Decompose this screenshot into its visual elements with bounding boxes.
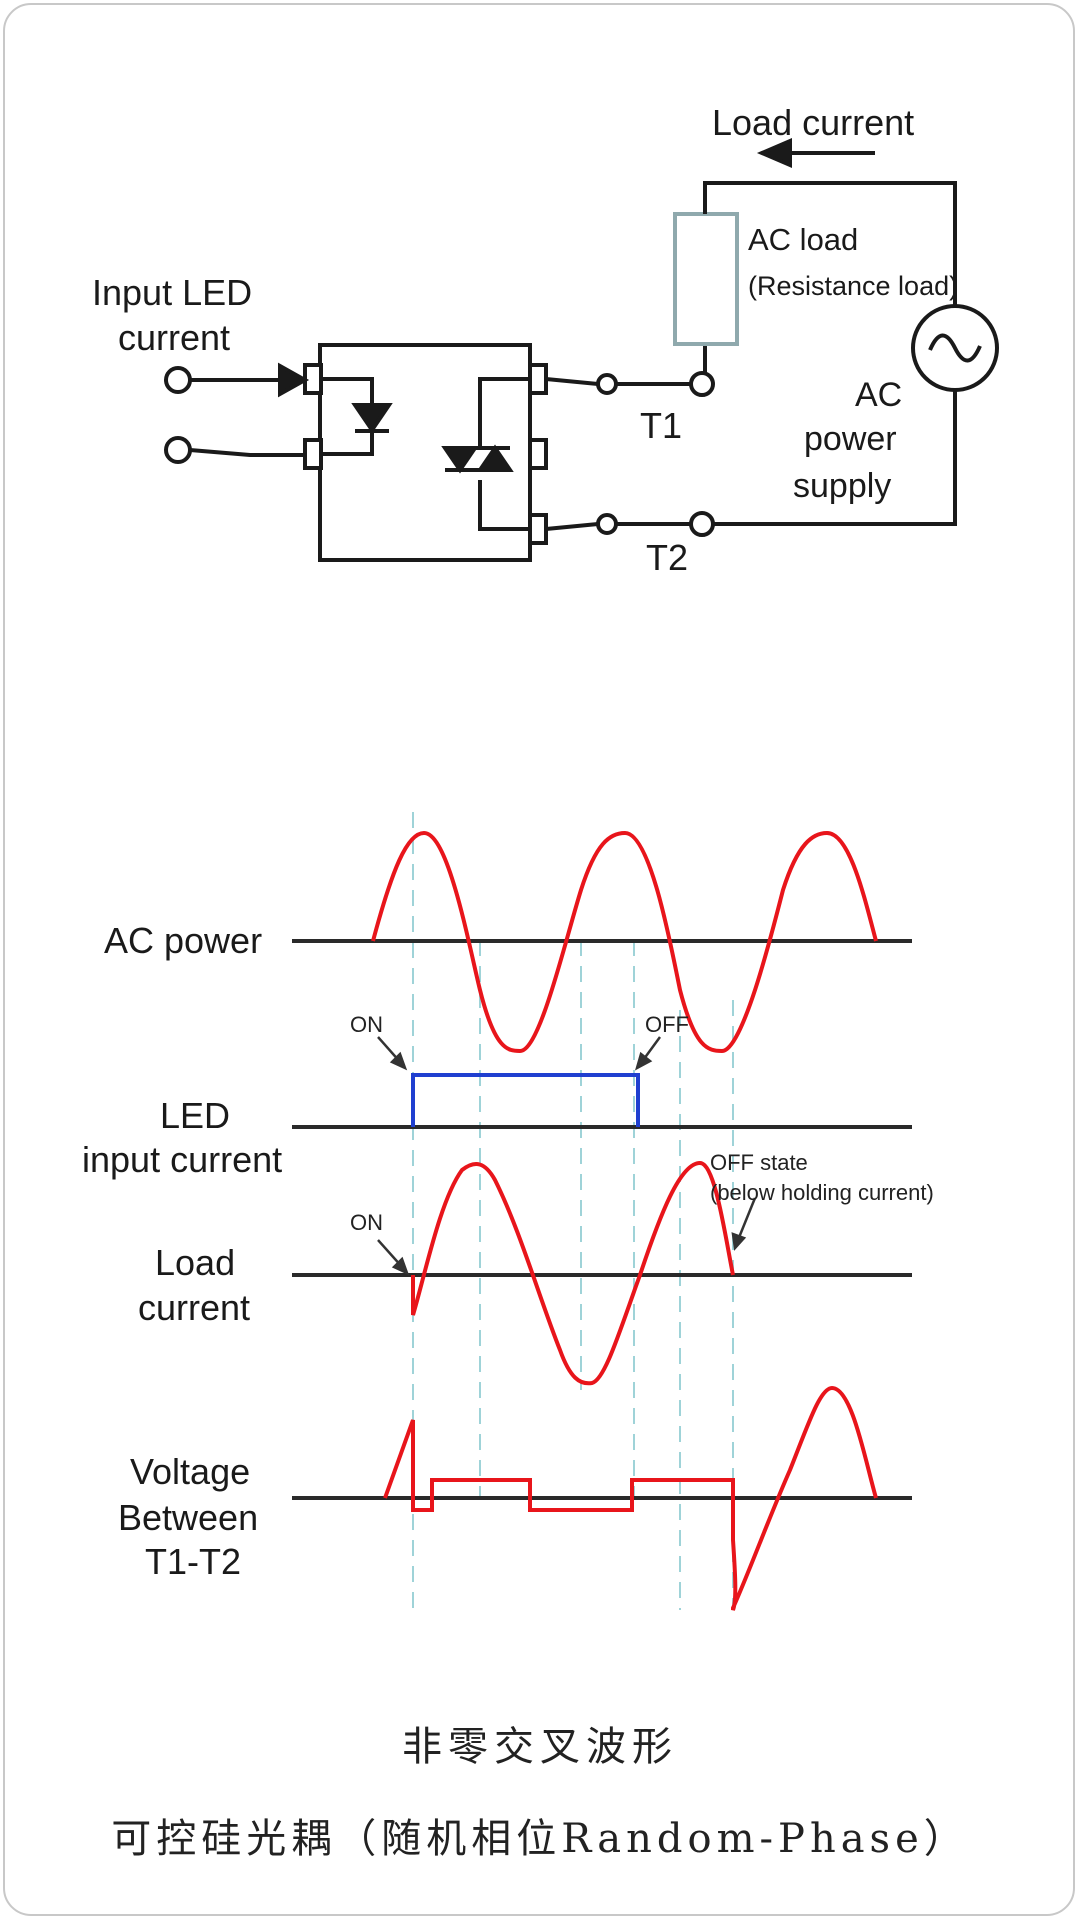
label-input-led-1: Input LED (92, 272, 252, 313)
label-ac-3: supply (793, 467, 891, 505)
terminal-t1-small (596, 373, 618, 395)
load-current-arrow-icon (756, 137, 792, 169)
load-current-waveform (411, 1160, 735, 1386)
pin-2 (303, 438, 323, 470)
pin-5 (528, 438, 548, 470)
terminal-t2-small (596, 513, 618, 535)
label-led-1: LED (160, 1095, 230, 1136)
label-ac-1: AC (855, 376, 902, 414)
label-on-2: ON (350, 1210, 383, 1235)
timing-baselines (292, 939, 912, 1500)
label-ac-power: AC power (104, 920, 262, 961)
pin-4 (528, 513, 548, 545)
terminal-t1 (689, 371, 715, 397)
pin-1 (303, 363, 323, 395)
label-ac-2: power (804, 420, 897, 458)
label-off-1: OFF (645, 1012, 689, 1037)
terminal-t2 (689, 511, 715, 537)
ac-load-resistor (673, 212, 739, 346)
led-icon (351, 403, 393, 434)
label-input-led-2: current (118, 317, 230, 358)
label-on-1: ON (350, 1012, 383, 1037)
pin-6 (528, 363, 548, 395)
input-terminal-minus (164, 436, 192, 464)
circuit-diagram (164, 137, 999, 562)
callout-arrows (377, 1036, 757, 1276)
label-off-state-2: (below holding current) (710, 1180, 934, 1205)
input-terminal-plus (164, 366, 192, 394)
label-load-2: current (138, 1287, 250, 1328)
figure-card (3, 3, 1075, 1916)
label-resistance-load: (Resistance load) (748, 271, 958, 301)
voltage-t1t2-waveform (383, 1385, 878, 1611)
caption-title: 非零交叉波形 (402, 1724, 678, 1770)
caption-subtitle: 可控硅光耦（随机相位Random-Phase） (111, 1816, 969, 1862)
label-off-state-1: OFF state (710, 1150, 808, 1175)
label-led-2: input current (82, 1139, 282, 1180)
label-t1: T1 (640, 405, 682, 446)
timing-guides (412, 812, 734, 1610)
label-voltage-3: T1-T2 (145, 1541, 241, 1582)
label-voltage-1: Voltage (130, 1451, 250, 1492)
label-load-current: Load current (712, 102, 914, 143)
label-voltage-2: Between (118, 1497, 258, 1538)
label-t2: T2 (646, 537, 688, 578)
current-arrow-icon (278, 362, 310, 398)
label-ac-load: AC load (748, 222, 858, 257)
label-load-1: Load (155, 1242, 235, 1283)
ac-power-waveform (371, 830, 878, 1054)
led-input-pulse (411, 1073, 640, 1127)
triac-icon (441, 446, 479, 474)
